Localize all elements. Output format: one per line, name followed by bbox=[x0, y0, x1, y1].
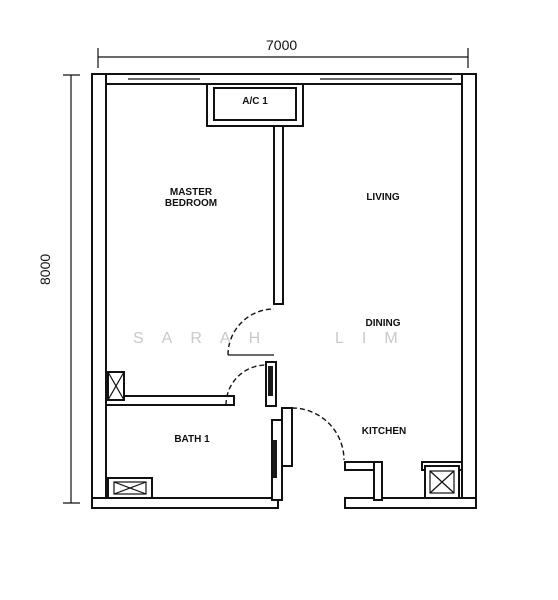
watermark-right: LIM bbox=[335, 330, 416, 347]
dimension-lines bbox=[63, 48, 469, 504]
room-label-ac: A/C 1 bbox=[242, 96, 268, 107]
height-dimension-label: 8000 bbox=[37, 253, 53, 285]
shaft-boxes bbox=[107, 371, 460, 499]
watermark-left: SARAH bbox=[133, 330, 279, 347]
room-label-living: LIVING bbox=[366, 192, 400, 203]
doors bbox=[225, 308, 345, 461]
outer-walls bbox=[91, 73, 477, 509]
room-label-bath: BATH 1 bbox=[174, 434, 210, 445]
room-label-kitchen: KITCHEN bbox=[361, 426, 407, 437]
width-dimension-label: 7000 bbox=[266, 37, 298, 53]
room-label-master-bedroom: MASTER BEDROOM bbox=[164, 187, 218, 209]
ac-ledge bbox=[206, 83, 304, 127]
room-label-dining: DINING bbox=[365, 318, 401, 329]
